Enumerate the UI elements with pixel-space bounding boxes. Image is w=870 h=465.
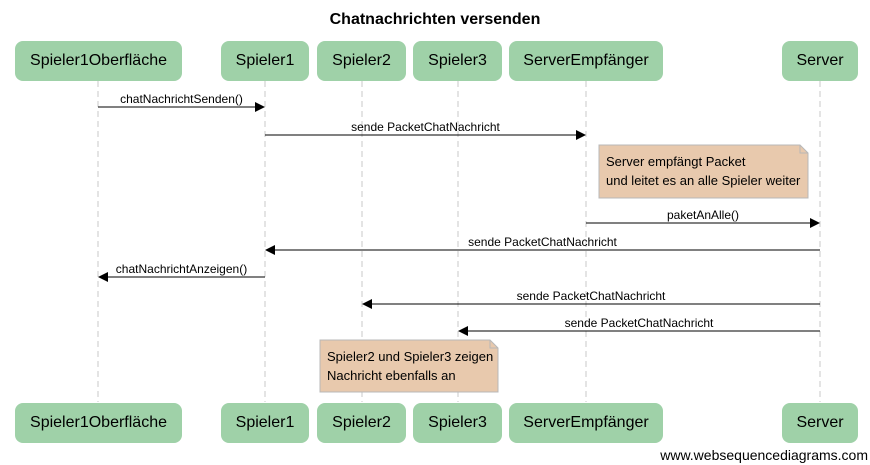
- message-label-sende-to-serverempfaenger: sende PacketChatNachricht: [351, 120, 500, 134]
- note-1-text: Server empfängt Packet und leitet es an …: [606, 152, 800, 190]
- note-2-shape: [319, 339, 499, 393]
- message-label-sende-to-spieler3: sende PacketChatNachricht: [564, 316, 714, 330]
- note-1-line-1: Server empfängt Packet: [606, 154, 746, 169]
- actor-top-spieler3: Spieler3: [413, 41, 502, 81]
- actor-top-server: Server: [782, 41, 858, 81]
- message-label-sende-to-spieler1: sende PacketChatNachricht: [468, 235, 617, 249]
- actor-top-spieler2: Spieler2: [317, 41, 406, 81]
- note-2-line-1: Spieler2 und Spieler3 zeigen: [327, 349, 494, 364]
- actor-bottom-server: Server: [782, 403, 858, 443]
- footer-watermark: www.websequencediagrams.com: [660, 447, 868, 463]
- actor-bottom-spieler2: Spieler2: [317, 403, 406, 443]
- actor-top-serverempfaenger: ServerEmpfänger: [509, 41, 663, 81]
- diagram-title: Chatnachrichten versenden: [329, 11, 541, 28]
- message-label-sende-to-spieler2: sende PacketChatNachricht: [516, 289, 666, 303]
- actor-bottom-spieler1: Spieler1: [221, 403, 309, 443]
- message-label-chatnachrichtanzeigen: chatNachrichtAnzeigen(): [115, 262, 248, 276]
- note-1-shape: [598, 144, 809, 199]
- actor-top-spieler1: Spieler1: [221, 41, 309, 81]
- actor-bottom-spieler1oberflaeche: Spieler1Oberfläche: [15, 403, 182, 443]
- message-label-paketanalle: paketAnAlle(): [666, 208, 740, 222]
- message-label-chatnachrichtsenden: chatNachrichtSenden(): [120, 92, 243, 106]
- actor-bottom-spieler3: Spieler3: [413, 403, 502, 443]
- note-1-line-2: und leitet es an alle Spieler weiter: [606, 173, 801, 188]
- note-shapes: [319, 144, 809, 393]
- actor-top-spieler1oberflaeche: Spieler1Oberfläche: [15, 41, 182, 81]
- actor-bottom-serverempfaenger: ServerEmpfänger: [509, 403, 663, 443]
- note-2-line-2: Nachricht ebenfalls an: [327, 368, 456, 383]
- note-2-text: Spieler2 und Spieler3 zeigen Nachricht e…: [327, 347, 493, 385]
